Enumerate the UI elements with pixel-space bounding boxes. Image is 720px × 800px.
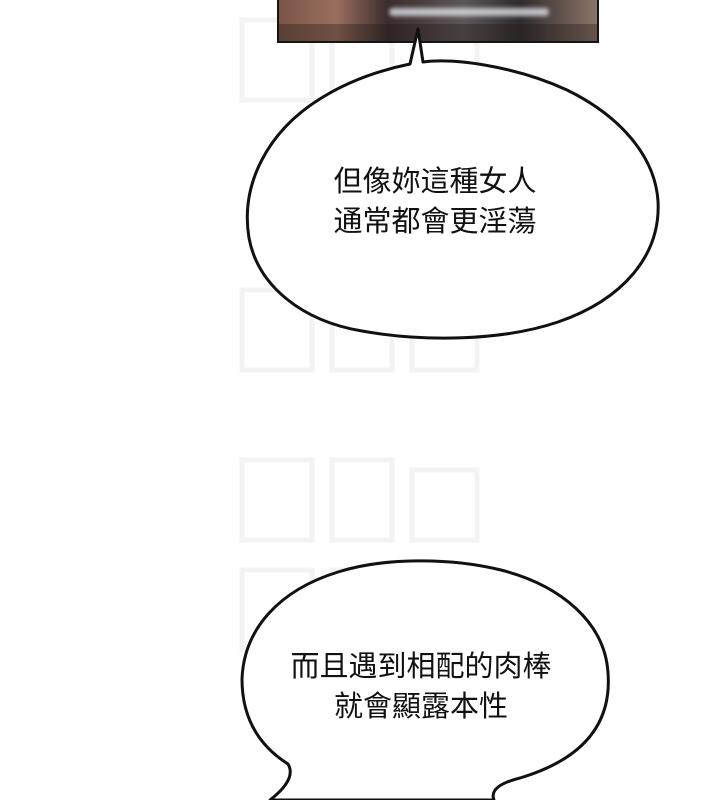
bubble-1-line-1: 但像妳這種女人 <box>333 164 537 198</box>
bubble-1-line-2: 通常都會更淫蕩 <box>333 204 537 238</box>
bubble-2-line-2: 就會顯露本性 <box>333 689 508 723</box>
comic-panel-top <box>277 0 599 43</box>
panel-shadow <box>279 24 597 41</box>
panel-highlight <box>389 8 549 16</box>
speech-bubble-2 <box>240 559 610 800</box>
speech-bubble-1 <box>245 27 660 340</box>
bubble-1-text: 但像妳這種女人 通常都會更淫蕩 <box>300 161 570 241</box>
bubble-2-line-1: 而且遇到相配的肉棒 <box>290 649 552 683</box>
bubble-2-text: 而且遇到相配的肉棒 就會顯露本性 <box>248 646 594 726</box>
